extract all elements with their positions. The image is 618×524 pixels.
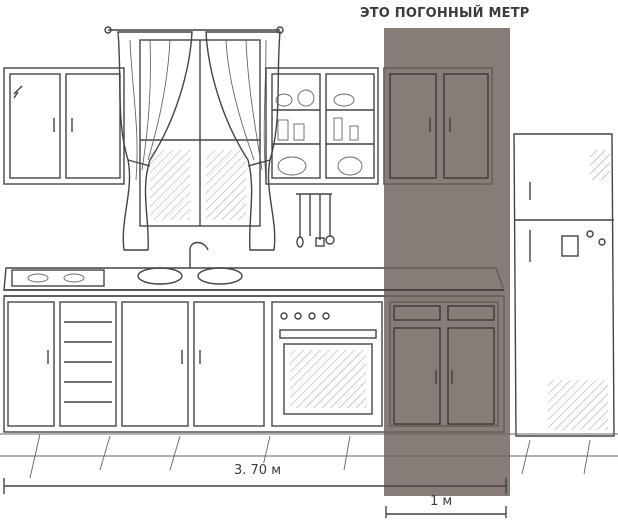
highlight-overlay-lines — [384, 73, 504, 425]
upper-glass-cabinet — [265, 67, 379, 185]
total-dimension-line — [3, 478, 507, 494]
utensils-rail — [296, 193, 335, 248]
floor — [0, 433, 618, 479]
running-meter-highlight — [384, 28, 510, 496]
lower-cabinets — [3, 295, 505, 433]
upper-cabinets-left — [3, 67, 125, 185]
total-length-label: 3. 70 м — [230, 463, 286, 478]
meter-dimension-line — [385, 506, 507, 518]
fridge — [513, 133, 615, 437]
oven — [271, 301, 383, 427]
curtain-left — [117, 31, 193, 251]
window — [104, 26, 284, 227]
running-meter-caption: ЭТО ПОГОННЫЙ МЕТР — [360, 6, 530, 21]
meter-length-label: 1 м — [430, 494, 453, 509]
sink — [137, 241, 243, 285]
